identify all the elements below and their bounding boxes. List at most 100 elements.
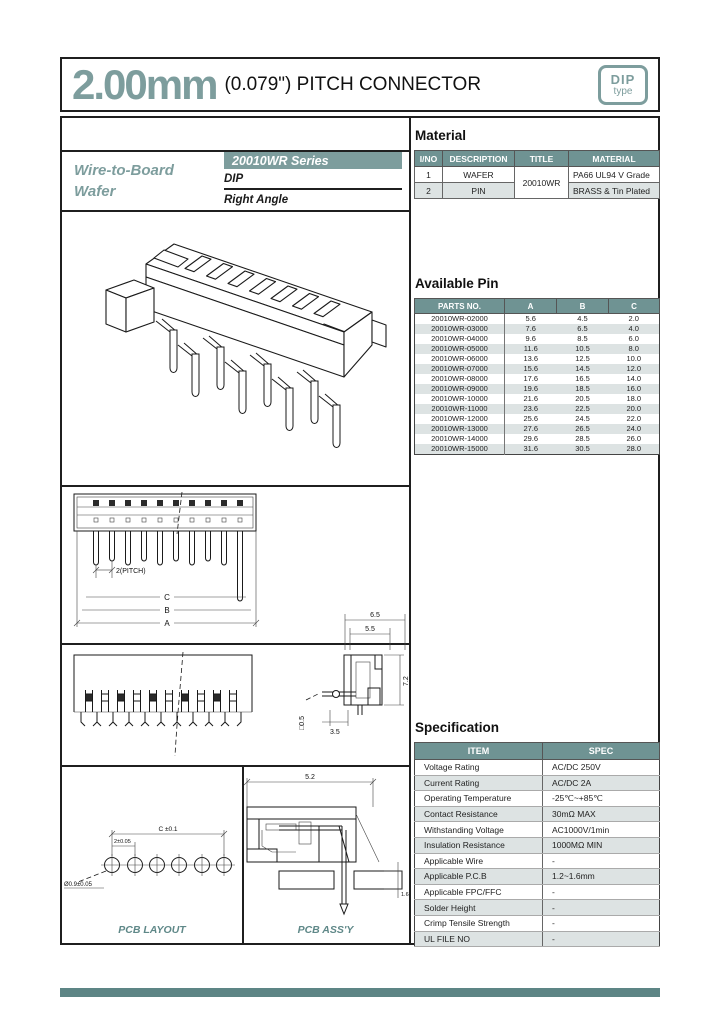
pitch-size-title: 2.00mm xyxy=(72,60,218,108)
table-row: Applicable Wire- xyxy=(414,853,660,870)
pitch-dim-label: 2(PITCH) xyxy=(116,568,146,575)
table-cell: 8.5 xyxy=(577,334,588,343)
assy-pcb-dim: 1.6 xyxy=(401,892,409,898)
pin-col-c: C xyxy=(608,298,660,314)
table-cell: 12.5 xyxy=(575,354,590,363)
table-cell: AC/DC 250V xyxy=(542,759,660,776)
panel-divider-1 xyxy=(62,485,409,487)
table-cell: 11.6 xyxy=(504,344,557,354)
pin-col-a: A xyxy=(504,298,557,314)
table-cell: - xyxy=(542,899,660,916)
material-col-no: I/NO xyxy=(414,150,443,167)
table-cell: 18.0 xyxy=(626,394,642,403)
table-cell: 16.5 xyxy=(575,374,590,383)
pcb-layout-label: PCB LAYOUT xyxy=(118,924,186,936)
table-cell: 14.0 xyxy=(626,374,642,383)
table-cell: 22.5 xyxy=(556,404,609,414)
table-cell: -25℃~+85℃ xyxy=(542,790,660,807)
side-dim-bottom: 3.5 xyxy=(330,729,340,736)
table-cell: 20010WR-10000 xyxy=(414,394,505,404)
table-cell: 20.0 xyxy=(608,404,660,414)
table-cell: Withstanding Voltage xyxy=(414,821,543,838)
table-cell: 20010WR-11000 xyxy=(414,404,505,414)
material-col-description: DESCRIPTION xyxy=(442,150,515,167)
table-cell: - xyxy=(542,931,660,948)
table-cell: AC/DC 2A xyxy=(542,775,660,792)
assy-width-dim: 5.2 xyxy=(305,774,315,781)
orientation: Right Angle xyxy=(224,194,289,206)
table-cell: 20010WR-03000 xyxy=(414,324,505,334)
table-cell: Applicable P.C.B xyxy=(414,868,543,885)
table-cell: 24.5 xyxy=(575,414,590,423)
table-cell: 12.0 xyxy=(608,364,660,374)
table-cell: 20010WR-12000 xyxy=(414,414,505,424)
data-column: Material I/NO DESCRIPTION TITLE MATERIAL… xyxy=(411,118,662,948)
table-cell: Contact Resistance xyxy=(414,806,543,823)
pin-col-b: B xyxy=(556,298,609,314)
badge-type-text: type xyxy=(613,85,633,97)
pin-col-partsno: PARTS NO. xyxy=(414,298,505,314)
panel-divider-3 xyxy=(62,765,409,767)
table-cell: 20010WR-15000 xyxy=(414,444,505,455)
table-cell: 29.6 xyxy=(523,434,539,443)
table-row: Applicable FPC/FFC- xyxy=(414,884,660,901)
dip-type-badge: DIP type xyxy=(598,64,648,105)
pcb-assy-drawing: 5.2 1.6 xyxy=(244,774,409,916)
table-cell: 7.6 xyxy=(504,324,557,334)
table-cell: 20010WR-06000 xyxy=(414,354,505,364)
table-row: Crimp Tensile Strength- xyxy=(414,915,660,932)
specification-heading: Specification xyxy=(415,720,500,735)
title-bar: 2.00mm (0.079") PITCH CONNECTOR DIP type xyxy=(60,57,660,112)
table-cell: 14.5 xyxy=(556,364,609,374)
table-cell: Applicable FPC/FFC xyxy=(414,884,543,901)
table-cell: 13.6 xyxy=(523,354,539,363)
side-dim-inner: 5.5 xyxy=(365,626,375,633)
dim-letter-a: A xyxy=(164,619,170,628)
pcb-hole-dim: Ø0.9±0.05 xyxy=(64,882,93,888)
column-divider xyxy=(409,118,411,943)
table-cell: 1000MΩ MIN xyxy=(542,837,660,854)
material-title-value: 20010WR xyxy=(514,166,569,199)
table-cell: AC1000V/1min xyxy=(542,821,660,838)
table-cell: 8.0 xyxy=(608,344,660,354)
table-cell: 9.6 xyxy=(525,334,536,343)
table-cell: 2.0 xyxy=(628,314,639,323)
title-subtitle: (0.079") PITCH CONNECTOR xyxy=(224,73,482,95)
table-cell: 19.6 xyxy=(504,384,557,394)
dim-letter-b: B xyxy=(164,606,169,615)
available-pin-heading: Available Pin xyxy=(415,276,499,291)
table-cell: 20010WR-05000 xyxy=(414,344,505,354)
table-cell: 17.6 xyxy=(523,374,539,383)
table-cell: 31.6 xyxy=(504,444,557,455)
table-cell: 26.5 xyxy=(556,424,609,434)
badge-dip-text: DIP xyxy=(610,71,636,87)
pcb-pitch-dim: 2±0.05 xyxy=(114,839,131,845)
table-cell: 20010WR-02000 xyxy=(414,313,505,324)
table-cell: - xyxy=(542,853,660,870)
series-info: 20010WR Series DIP Right Angle xyxy=(224,152,402,210)
table-cell: 5.6 xyxy=(525,314,536,323)
table-cell: 18.5 xyxy=(556,384,609,394)
table-cell: 21.6 xyxy=(523,394,539,403)
material-table: I/NO DESCRIPTION TITLE MATERIAL 1 WAFER … xyxy=(414,150,660,199)
dim-letter-c: C xyxy=(164,593,170,602)
table-cell: Insulation Resistance xyxy=(414,837,543,854)
table-cell: Voltage Rating xyxy=(414,759,543,776)
